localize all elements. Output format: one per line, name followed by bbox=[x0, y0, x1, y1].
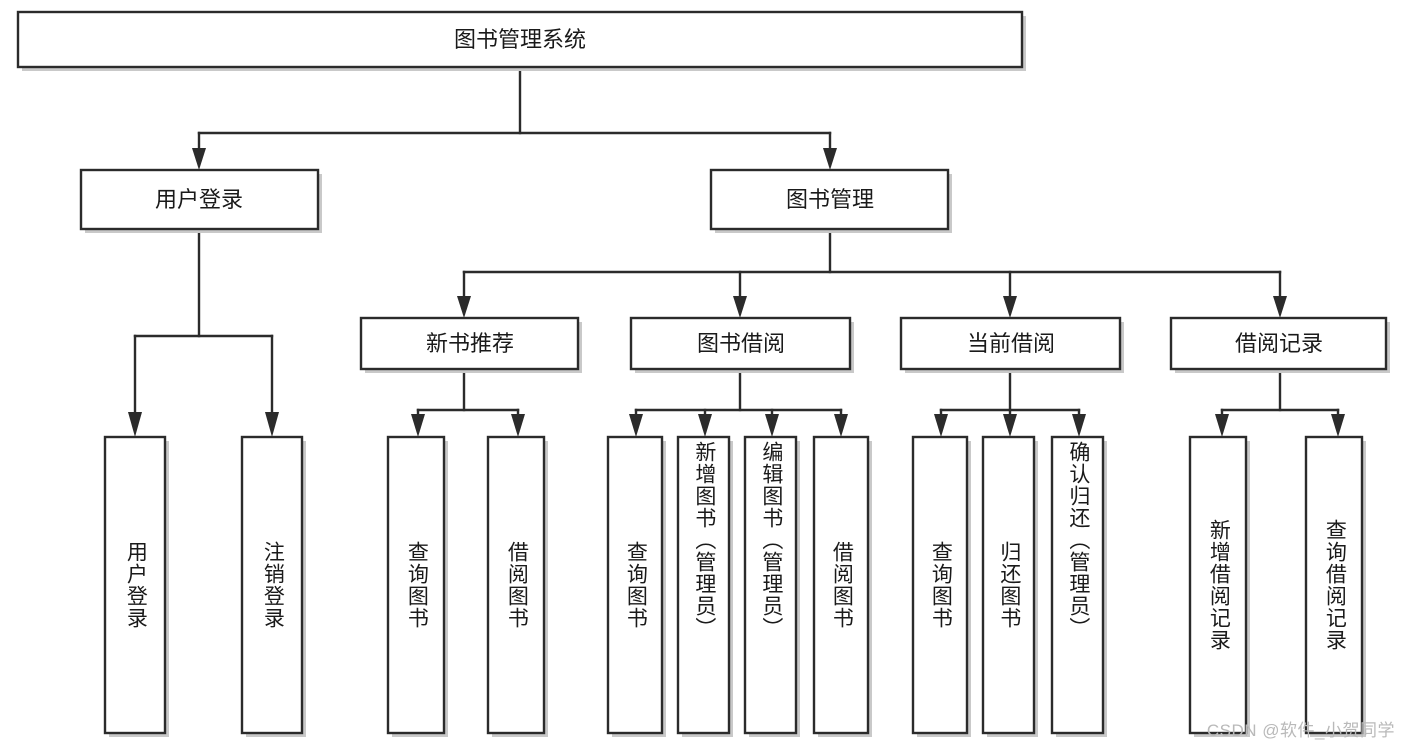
arrow-leaf-borrow-book-1 bbox=[511, 414, 525, 437]
node-user-login-label: 用户登录 bbox=[155, 187, 243, 212]
node-new-book-recommend-label: 新书推荐 bbox=[426, 331, 514, 356]
node-book-manage-label: 图书管理 bbox=[786, 187, 874, 212]
edges-layer bbox=[128, 65, 1345, 437]
node-root[interactable]: 图书管理系统 bbox=[16, 10, 1026, 71]
leaf-box-add-borrow-record[interactable] bbox=[1188, 435, 1250, 737]
leaf-box-borrow-book-1[interactable] bbox=[486, 435, 548, 737]
arrow-leaf-query-book-1 bbox=[411, 414, 425, 437]
arrow-to-new-book-recommend bbox=[457, 296, 471, 318]
arrow-leaf-user-login bbox=[128, 412, 142, 437]
node-borrow-record-label: 借阅记录 bbox=[1235, 331, 1323, 356]
leaf-box-borrow-book-2[interactable] bbox=[812, 435, 872, 737]
node-current-borrow[interactable]: 当前借阅 bbox=[899, 316, 1124, 373]
node-new-book-recommend[interactable]: 新书推荐 bbox=[359, 316, 582, 373]
leaf-box-edit-book-admin[interactable] bbox=[743, 435, 800, 737]
arrow-leaf-query-book-2 bbox=[629, 414, 643, 437]
leaf-box-logout-login[interactable] bbox=[240, 435, 306, 737]
node-root-label: 图书管理系统 bbox=[454, 27, 586, 52]
leaf-box-user-login[interactable] bbox=[103, 435, 169, 737]
node-current-borrow-label: 当前借阅 bbox=[967, 331, 1055, 356]
leaf-box-query-borrow-record[interactable] bbox=[1304, 435, 1366, 737]
arrow-leaf-query-borrow-record bbox=[1331, 414, 1345, 437]
node-user-login[interactable]: 用户登录 bbox=[79, 168, 322, 233]
arrow-to-book-borrow bbox=[733, 296, 747, 318]
arrow-leaf-edit-book-admin bbox=[765, 414, 779, 437]
arrow-leaf-query-book-3 bbox=[934, 414, 948, 437]
leaf-box-query-book-1[interactable] bbox=[386, 435, 448, 737]
node-book-borrow[interactable]: 图书借阅 bbox=[629, 316, 854, 373]
leaf-box-confirm-return-admin[interactable] bbox=[1050, 435, 1107, 737]
node-book-manage[interactable]: 图书管理 bbox=[709, 168, 952, 233]
leaf-box-add-book-admin[interactable] bbox=[676, 435, 733, 737]
arrow-to-borrow-record bbox=[1273, 296, 1287, 318]
leaf-box-return-book[interactable] bbox=[981, 435, 1038, 737]
leaf-box-query-book-2[interactable] bbox=[606, 435, 666, 737]
leaf-boxes-layer bbox=[103, 435, 1366, 737]
arrow-to-book-manage bbox=[823, 148, 837, 170]
arrow-to-current-borrow bbox=[1003, 296, 1017, 318]
node-borrow-record[interactable]: 借阅记录 bbox=[1169, 316, 1390, 373]
arrow-leaf-borrow-book-2 bbox=[834, 414, 848, 437]
arrow-to-user-login bbox=[192, 148, 206, 170]
arrow-leaf-add-book-admin bbox=[698, 414, 712, 437]
leaf-box-query-book-3[interactable] bbox=[911, 435, 971, 737]
arrow-leaf-return-book bbox=[1003, 414, 1017, 437]
arrow-leaf-confirm-return-admin bbox=[1072, 414, 1086, 437]
arrow-leaf-add-borrow-record bbox=[1215, 414, 1229, 437]
csdn-watermark: CSDN @软件_小贺同学 bbox=[1206, 721, 1395, 740]
node-book-borrow-label: 图书借阅 bbox=[697, 331, 785, 356]
arrow-leaf-logout-login bbox=[265, 412, 279, 437]
